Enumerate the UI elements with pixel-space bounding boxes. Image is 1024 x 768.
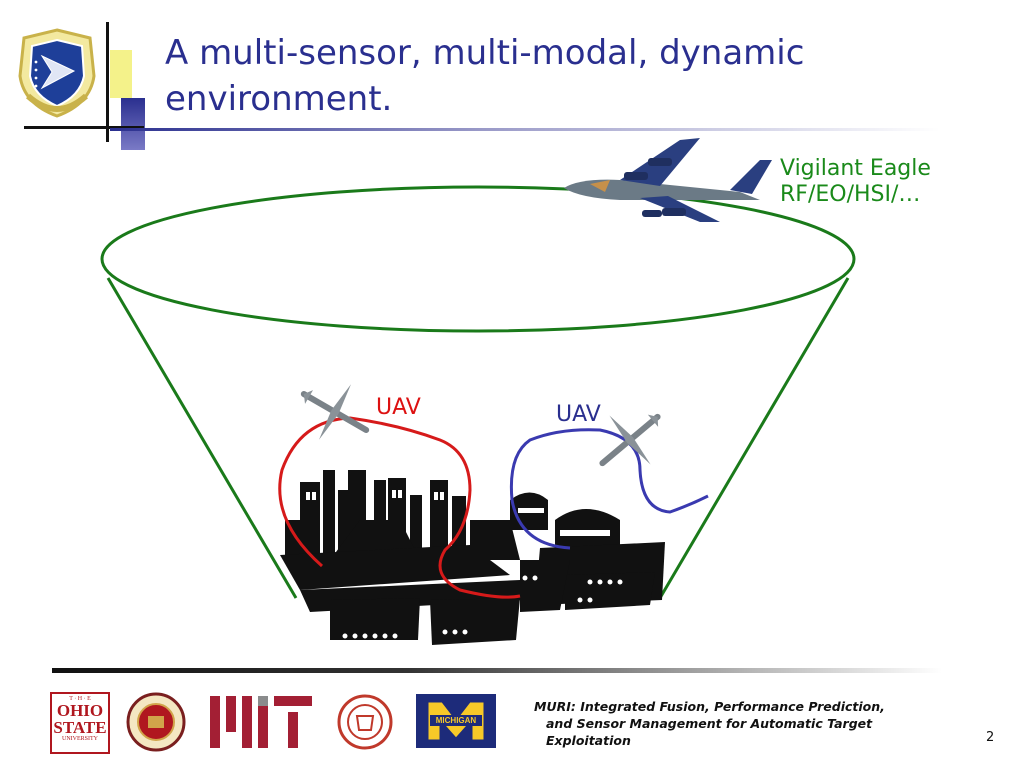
uav-red-aircraft: [300, 384, 370, 440]
ohio-state-logo-state: STATE: [53, 718, 107, 737]
muri-line-1: MURI: Integrated Fusion, Performance Pre…: [534, 699, 885, 714]
sensor-cone: [100, 185, 856, 599]
muri-line-2: and Sensor Management for Automatic Targ…: [546, 716, 873, 731]
header-vertical-line: [106, 22, 109, 142]
city-skyline: [280, 470, 665, 645]
ohio-state-logo-ohio: OHIO: [56, 701, 104, 720]
vigilant-eagle-sensors: RF/EO/HSI/…: [780, 182, 921, 207]
ohio-state-logo-the: T · H · E: [69, 696, 91, 702]
michigan-logo-text: MICHIGAN: [430, 715, 482, 726]
air-force-research-laboratory-logo: [18, 28, 96, 118]
page-number: 2: [986, 730, 995, 745]
uav-red-path: [278, 416, 521, 599]
uav-blue-label: UAV: [556, 402, 601, 427]
muri-line-3: Exploitation: [546, 733, 631, 748]
header-yellow-square: [110, 50, 132, 98]
slide-title: A multi-sensor, multi-modal, dynamic env…: [165, 33, 805, 119]
cornell-seal: [337, 694, 393, 750]
florida-state-seal: [126, 692, 186, 752]
muri-footer-text: MURI: Integrated Fusion, Performance Pre…: [534, 698, 914, 749]
header-blue-square: [121, 98, 145, 150]
title-rule: [110, 128, 940, 131]
ohio-state-logo-university: UNIVERSITY: [62, 736, 98, 742]
mit-logo: [210, 696, 312, 748]
uav-red-label: UAV: [376, 395, 421, 420]
ohio-state-logo: T · H · E OHIO STATE UNIVERSITY: [50, 692, 110, 754]
vigilant-eagle-aircraft: [564, 138, 772, 222]
header-horizontal-line: [24, 126, 144, 129]
uav-blue-path: [509, 428, 709, 550]
footer-rule: [52, 668, 942, 673]
michigan-logo: MICHIGAN: [416, 694, 496, 748]
vigilant-eagle-name: Vigilant Eagle: [780, 156, 931, 181]
uav-blue-aircraft: [599, 413, 661, 467]
vigilant-eagle-label: Vigilant Eagle RF/EO/HSI/…: [780, 156, 931, 208]
